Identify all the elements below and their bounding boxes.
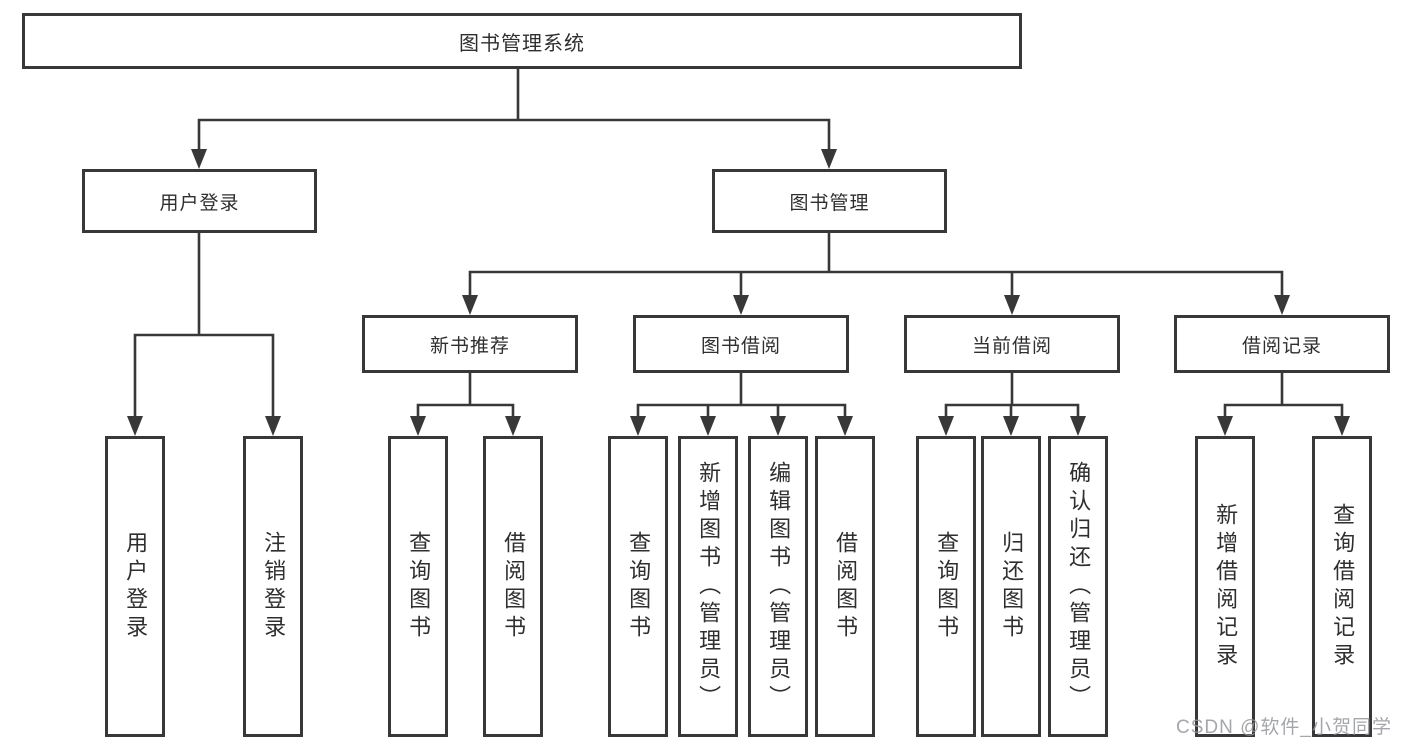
leaf-logout: 注销登录 (243, 436, 303, 737)
node-user-login: 用户登录 (82, 169, 317, 233)
leaf-label: 借阅图书 (501, 530, 527, 643)
edge-paths (133, 69, 1344, 418)
leaf-borrow-books-recommend: 借阅图书 (483, 436, 543, 737)
leaf-return-books: 归还图书 (981, 436, 1041, 737)
leaf-label: 编辑图书（管理员） (766, 460, 792, 713)
leaf-label: 查询图书 (934, 530, 960, 643)
node-current-borrow: 当前借阅 (904, 315, 1120, 373)
node-book-management: 图书管理 (712, 169, 947, 233)
node-root-library-system: 图书管理系统 (22, 13, 1022, 69)
leaf-query-borrow-record: 查询借阅记录 (1312, 436, 1372, 737)
leaf-label: 查询图书 (626, 530, 652, 643)
node-borrow-records: 借阅记录 (1174, 315, 1390, 373)
leaf-query-books-current: 查询图书 (916, 436, 976, 737)
leaf-confirm-return-admin: 确认归还（管理员） (1048, 436, 1108, 737)
leaf-label: 借阅图书 (833, 530, 859, 643)
node-book-borrow: 图书借阅 (633, 315, 849, 373)
leaf-borrow-books: 借阅图书 (815, 436, 875, 737)
leaf-label: 注销登录 (261, 530, 287, 643)
leaf-label: 新增借阅记录 (1213, 502, 1239, 671)
leaf-add-borrow-record: 新增借阅记录 (1195, 436, 1255, 737)
csdn-watermark: CSDN @软件_小贺同学 (1176, 717, 1392, 738)
leaf-label: 查询借阅记录 (1330, 502, 1356, 671)
arrowheads (127, 149, 1350, 436)
leaf-label: 归还图书 (999, 530, 1025, 643)
leaf-add-book-admin: 新增图书（管理员） (678, 436, 738, 737)
leaf-label: 新增图书（管理员） (696, 460, 722, 713)
leaf-query-books-recommend: 查询图书 (388, 436, 448, 737)
leaf-user-login: 用户登录 (105, 436, 165, 737)
leaf-label: 查询图书 (406, 530, 432, 643)
leaf-edit-book-admin: 编辑图书（管理员） (748, 436, 808, 737)
node-new-book-recommend: 新书推荐 (362, 315, 578, 373)
leaf-label: 确认归还（管理员） (1066, 460, 1092, 713)
leaf-label: 用户登录 (123, 530, 149, 643)
leaf-query-books-borrow: 查询图书 (608, 436, 668, 737)
